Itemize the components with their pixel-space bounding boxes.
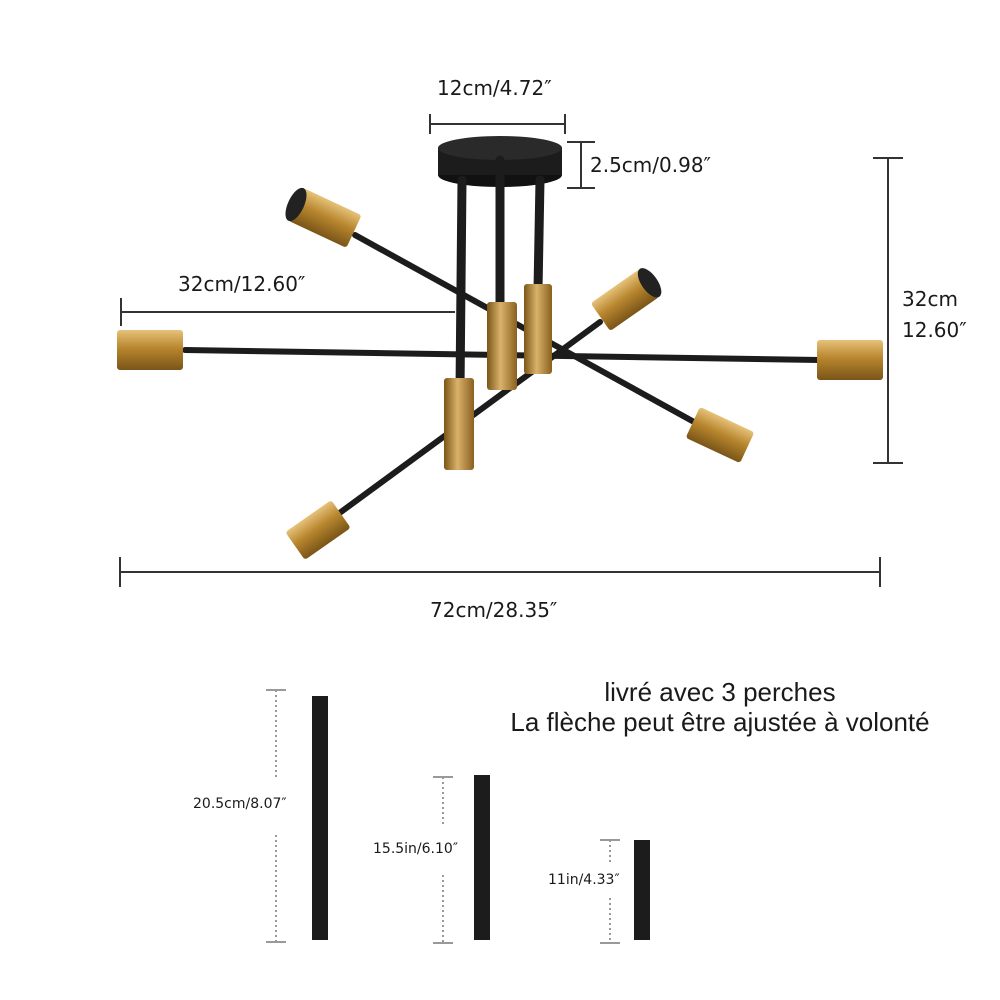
- rod-medium-label: 15.5in/6.10″: [373, 841, 459, 857]
- rod-short-label: 11in/4.33″: [548, 872, 620, 888]
- height-cm-label: 32cm: [902, 287, 958, 311]
- canopy-width-label: 12cm/4.72″: [437, 76, 552, 100]
- chandelier: [117, 136, 883, 559]
- canopy-height-label: 2.5cm/0.98″: [590, 153, 712, 177]
- note-line-2: La flèche peut être ajustée à volonté: [510, 707, 930, 737]
- note-text: livré avec 3 perches La flèche peut être…: [470, 677, 970, 737]
- height-in-label: 12.60″: [902, 318, 967, 342]
- total-width-label: 72cm/28.35″: [430, 598, 558, 622]
- dimension-lines: [119, 114, 903, 587]
- arm-length-label: 32cm/12.60″: [178, 272, 306, 296]
- note-line-1: livré avec 3 perches: [604, 677, 836, 707]
- rod-long-label: 20.5cm/8.07″: [193, 796, 287, 812]
- rods: [266, 689, 650, 944]
